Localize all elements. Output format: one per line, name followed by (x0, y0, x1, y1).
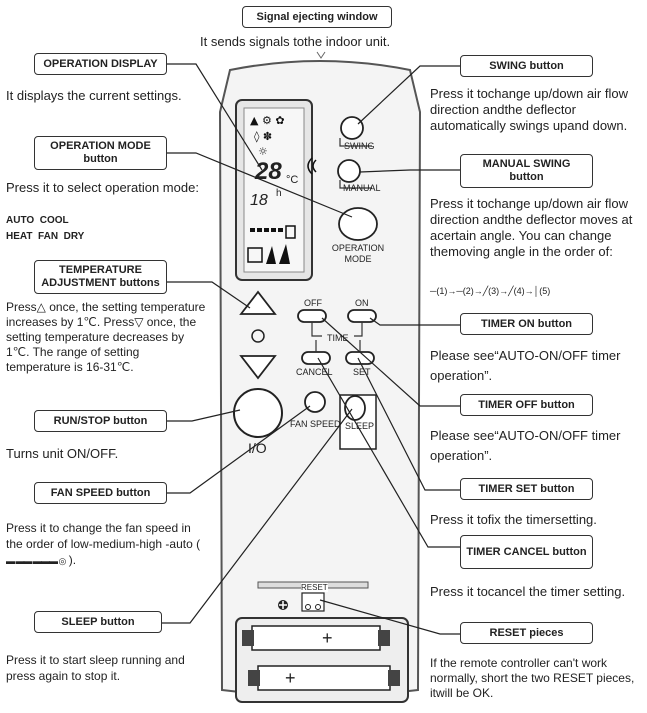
operation-display-title: OPERATION DISPLAY (34, 53, 167, 75)
manual-swing-desc: Press it tochange up/down air flow direc… (430, 196, 633, 259)
fan-speed-desc: Press it to change the fan speed in the … (6, 520, 206, 569)
remote-set-label: SET (353, 367, 371, 377)
leader-sleep (162, 408, 353, 624)
run-stop-desc: Turns unit ON/OFF. (6, 446, 119, 461)
lcd-mode-icons: ▲ ⚙ ✿ (250, 114, 285, 127)
signal-window-desc: It sends signals tothe indoor unit. (200, 34, 391, 49)
leader-timer-set (357, 357, 460, 491)
run-stop-title: RUN/STOP button (34, 410, 167, 432)
manual-swing-title: MANUAL SWING button (460, 154, 593, 188)
reset-title: RESET pieces (460, 622, 593, 644)
timer-off-button (297, 309, 327, 323)
leader-manual (359, 169, 460, 173)
timer-on-button (347, 309, 377, 323)
operation-mode-button (338, 207, 378, 241)
temp-up-button (239, 290, 277, 315)
timer-set-title: TIMER SET button (460, 478, 593, 500)
operation-mode-desc: Press it to select operation mode: (6, 180, 199, 195)
remote-sleep-label: SLEEP (345, 421, 375, 431)
fan-speed-desc-end: ). (68, 553, 77, 567)
mode-auto: AUTO (6, 215, 35, 226)
fan-speed-button (304, 391, 326, 413)
remote-cancel-label: CANCEL (296, 367, 333, 377)
lcd-swing-icon (247, 247, 263, 263)
remote-io-label: I/O (248, 440, 267, 456)
swing-desc: Press it tochange up/down air flow direc… (430, 86, 628, 133)
remote-lcd-temp: 28 (255, 158, 282, 185)
leader-operation-display (167, 63, 263, 171)
remote-manual-label: MANUAL (343, 183, 381, 193)
battery-top (251, 625, 381, 651)
mode-dry: DRY (63, 231, 85, 242)
remote-on-label: ON (355, 298, 369, 308)
leader-timer-off (321, 317, 460, 407)
reset-pieces (301, 592, 325, 612)
timer-cancel-button (301, 351, 331, 365)
signal-window-title: Signal ejecting window (242, 6, 392, 28)
temp-down-button (239, 355, 277, 380)
reset-desc: If the remote controller can't work norm… (430, 656, 635, 700)
leader-operation-mode (167, 152, 353, 218)
battery-bottom (257, 665, 391, 691)
leader-run-stop (167, 409, 241, 422)
leader-timer-cancel (317, 357, 460, 548)
remote-off-label: OFF (304, 298, 322, 308)
remote-lcd-h: h (276, 188, 282, 199)
timer-cancel-title: TIMER CANCEL button (460, 535, 593, 569)
operation-mode-title: OPERATION MODE button (34, 136, 167, 170)
timer-off-desc: Please see“AUTO-ON/OFF timer operation”. (430, 428, 621, 463)
leader-swing (357, 65, 460, 125)
temperature-desc: Press△ once, the setting temperature inc… (6, 300, 206, 374)
leader-timer-on (369, 317, 460, 326)
leader-fan-speed (167, 405, 311, 494)
fan-speed-bars-icon: ▬ ▬▬ ▬▬▬ ◎ (6, 556, 66, 566)
remote-operation-mode-label: OPERATION MODE (331, 243, 385, 264)
operation-display-desc: It displays the current settings. (6, 88, 182, 103)
leader-temp (167, 281, 251, 309)
swing-button (340, 116, 364, 140)
leader-reset (319, 599, 460, 635)
remote-battery-plus: + (322, 628, 333, 648)
timer-on-desc: Please see“AUTO-ON/OFF timer operation”. (430, 348, 621, 383)
svg-text:☼: ☼ (258, 145, 268, 158)
svg-text:◊ ✽: ◊ ✽ (254, 130, 272, 143)
mode-heat: HEAT (6, 231, 33, 242)
remote-fan-speed-label: FAN SPEED (290, 419, 341, 429)
timer-off-title: TIMER OFF button (460, 394, 593, 416)
swing-title: SWING button (460, 55, 593, 77)
remote-lcd-timer: 18 (250, 192, 268, 209)
remote-time-label: TIME (327, 333, 349, 343)
mode-fan: FAN (38, 231, 59, 242)
mode-cool: COOL (39, 215, 69, 226)
fan-speed-title: FAN SPEED button (34, 482, 167, 504)
run-stop-button (233, 388, 283, 438)
remote-battery-plus-2: + (285, 668, 296, 688)
manual-swing-button (337, 159, 361, 183)
lcd-fan-bars (250, 228, 283, 232)
fan-speed-desc-text: Press it to change the fan speed in the … (6, 521, 201, 551)
sleep-title: SLEEP button (34, 611, 162, 633)
sleep-desc: Press it to start sleep running and pres… (6, 653, 185, 683)
operation-mode-modes: AUTO COOL HEAT FAN DRY (6, 213, 206, 245)
manual-swing-sequence: ─(1)→─(2)→╱(3)→╱(4)→│(5) (430, 286, 551, 296)
timer-on-title: TIMER ON button (460, 313, 593, 335)
timer-set-desc: Press it tofix the timersetting. (430, 512, 597, 527)
remote-swing-label: SWING (344, 141, 375, 151)
remote-reset-label: RESET (301, 583, 328, 592)
remote-lcd-unit: °C (286, 174, 299, 186)
temperature-title: TEMPERATURE ADJUSTMENT buttons (34, 260, 167, 294)
timer-cancel-desc: Press it tocancel the timer setting. (430, 584, 626, 599)
